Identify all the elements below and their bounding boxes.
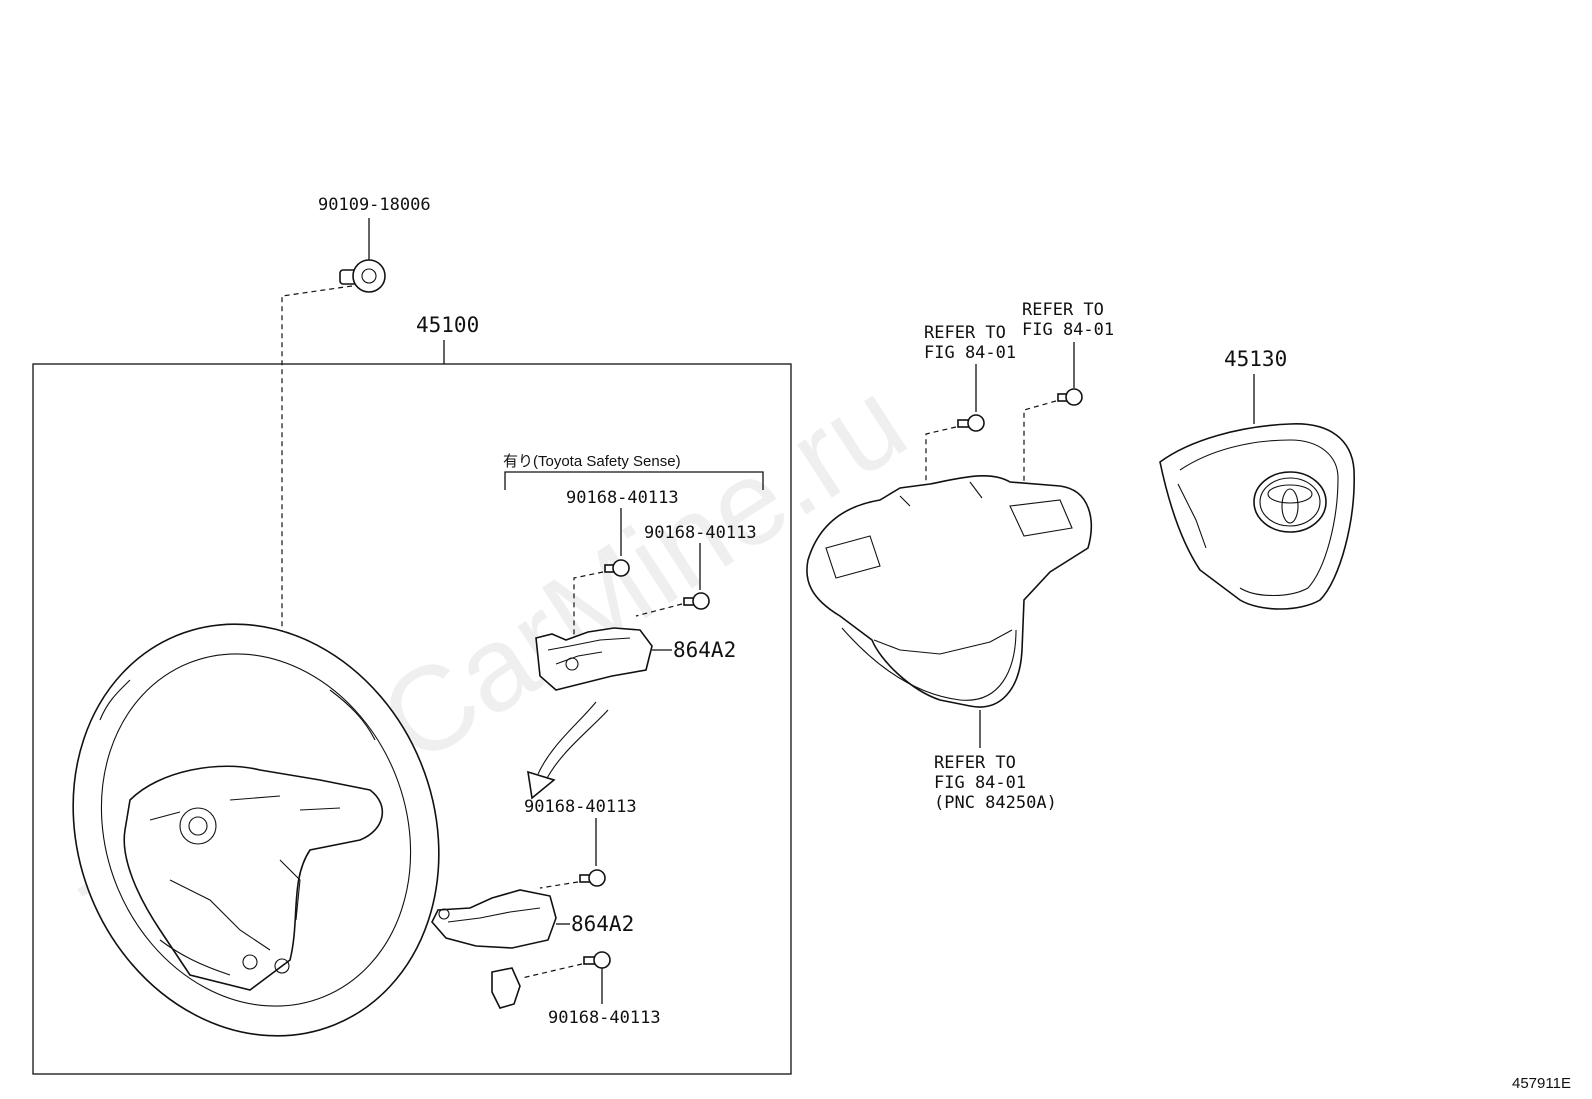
screw-b-icon: [683, 592, 710, 610]
screw-c-icon: [579, 869, 606, 887]
dashed-guide-screw-b: [635, 603, 683, 617]
arrow-icon: [527, 701, 609, 800]
label-airbag-45130[interactable]: 45130: [1224, 347, 1287, 371]
airbag-part: [1159, 423, 1355, 610]
label-screw-d[interactable]: 90168-40113: [548, 1008, 661, 1028]
steering-wheel-part: [72, 623, 440, 1037]
screw-a-icon: [604, 559, 630, 577]
label-bolt-90109-18006[interactable]: 90109-18006: [318, 195, 431, 215]
dashed-guide-screw-c: [539, 881, 579, 889]
label-switch-lower-864A2[interactable]: 864A2: [571, 912, 634, 936]
option-bracket: [504, 471, 764, 490]
label-screw-a[interactable]: 90168-40113: [566, 488, 679, 508]
clip-part: [491, 967, 521, 1009]
figure-id: 457911E: [1512, 1075, 1571, 1092]
label-refer-right-line1[interactable]: REFER TO: [1022, 300, 1104, 320]
label-refer-bottom-line2[interactable]: FIG 84-01: [934, 773, 1026, 793]
label-refer-left-line1[interactable]: REFER TO: [924, 323, 1006, 343]
label-refer-bottom-line3[interactable]: (PNC 84250A): [934, 793, 1057, 813]
screw-refer-left-icon: [957, 414, 985, 432]
label-switch-upper-864A2[interactable]: 864A2: [673, 638, 736, 662]
toyota-emblem-icon: [1253, 471, 1327, 533]
label-refer-right-line2[interactable]: FIG 84-01: [1022, 320, 1114, 340]
label-toyota-safety-sense: 有り(Toyota Safety Sense): [503, 453, 681, 470]
screw-refer-right-icon: [1057, 388, 1083, 406]
switch-upper-part: [535, 627, 653, 691]
label-refer-left-line2[interactable]: FIG 84-01: [924, 343, 1016, 363]
label-screw-b[interactable]: 90168-40113: [644, 523, 757, 543]
assembly-box-45100: [32, 363, 792, 1075]
label-screw-c[interactable]: 90168-40113: [524, 797, 637, 817]
dashed-guide-screw-a: [573, 571, 604, 640]
switch-bezel-part: [806, 474, 1092, 708]
screw-d-icon: [583, 951, 611, 969]
label-steering-wheel-45100[interactable]: 45100: [416, 313, 479, 337]
bolt-icon: [339, 259, 386, 293]
label-refer-bottom-line1[interactable]: REFER TO: [934, 753, 1016, 773]
dashed-guide-screw-d: [521, 963, 583, 979]
switch-lower-part: [431, 889, 557, 949]
